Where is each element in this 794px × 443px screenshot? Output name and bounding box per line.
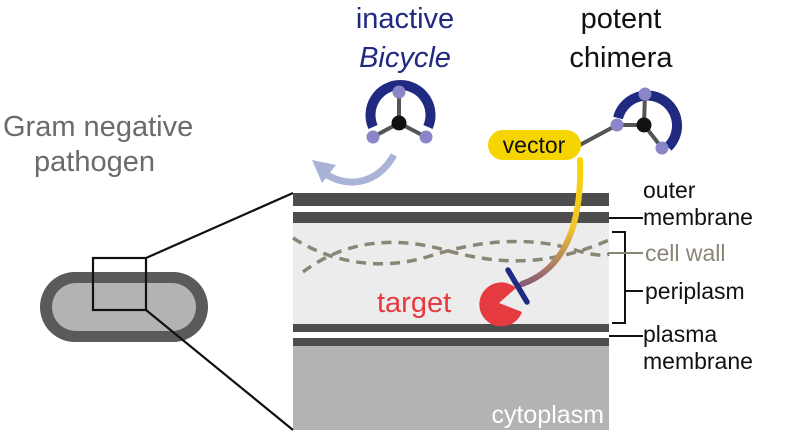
vector-path: [519, 157, 584, 287]
inhibitor-bar: [505, 267, 530, 305]
vector-label: vector: [503, 132, 566, 158]
pathogen-cell: [40, 191, 294, 431]
pathogen-inner: [52, 283, 196, 331]
cytoplasm-region: [293, 346, 609, 430]
pathogen-label-line2: pathogen: [34, 146, 155, 178]
plasma-membrane-label-line1: plasma: [643, 321, 717, 347]
target-shape: [479, 282, 522, 327]
cell-wall-strand-1: [292, 236, 610, 266]
periplasm-bracket: [612, 231, 626, 324]
pathogen-label-line1: Gram negative: [3, 111, 193, 143]
chimera-bead-top: [638, 87, 652, 101]
bicycle-bead-right: [419, 130, 433, 144]
bicycle-core: [391, 115, 407, 131]
chimera-core: [636, 117, 652, 133]
outer-membrane-label-line2: membrane: [643, 204, 753, 230]
outer-membrane-label-line1: outer: [643, 177, 696, 203]
plasma-membrane-label-line2: membrane: [643, 348, 753, 374]
cell-wall-label: cell wall: [645, 240, 726, 266]
plasma-membrane-bottom-layer: [293, 338, 609, 346]
chimera-label: chimera: [569, 42, 673, 74]
bicycle-label: Bicycle: [359, 42, 451, 74]
plasma-membrane-top-layer: [293, 324, 609, 332]
periplasm-region: [293, 223, 609, 324]
cytoplasm-label: cytoplasm: [491, 401, 604, 429]
bounce-arrow-head: [312, 160, 336, 183]
outer-membrane-bottom-layer: [293, 212, 609, 223]
potent-label: potent: [581, 3, 662, 35]
target-label: target: [377, 287, 451, 319]
chimera-bead-left: [610, 118, 624, 132]
inactive-bicycle-molecule: [365, 80, 436, 144]
cell-envelope-section: [292, 193, 610, 430]
chimera-molecule: [577, 87, 682, 155]
bounce-arrow-shaft: [322, 153, 398, 186]
bounce-arrow: [312, 153, 398, 186]
outer-membrane-top-layer: [293, 193, 609, 206]
inactive-label: inactive: [356, 3, 454, 35]
zoom-box: [91, 256, 148, 312]
periplasm-label: periplasm: [645, 278, 745, 304]
bicycle-bead-top: [392, 85, 406, 99]
bicycle-bead-left: [366, 130, 380, 144]
vector-pill: [488, 130, 581, 160]
chimera-ring: [613, 90, 682, 151]
zoom-line-top: [145, 191, 294, 260]
bicycle-ring: [365, 80, 436, 129]
chimera-bead-bottom: [655, 141, 669, 155]
zoom-line-bottom: [145, 309, 294, 431]
chimera-linker: [577, 123, 618, 148]
